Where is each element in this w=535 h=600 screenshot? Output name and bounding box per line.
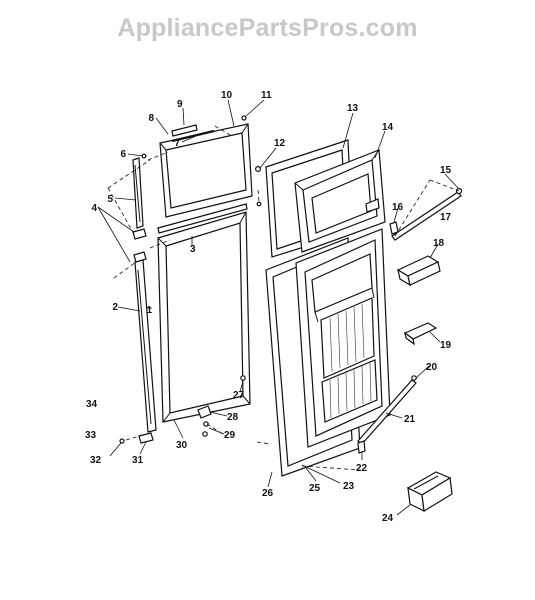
fresh-food-door-frame bbox=[157, 211, 251, 423]
door-bin-24 bbox=[406, 471, 453, 513]
liner-texture bbox=[329, 303, 372, 419]
handle-upper-cap bbox=[132, 228, 147, 240]
callout-30: 30 bbox=[176, 440, 188, 451]
callout-8: 8 bbox=[148, 113, 154, 124]
freezer-door-frame bbox=[159, 123, 253, 218]
callout-20: 20 bbox=[426, 362, 438, 373]
callout-19: 19 bbox=[440, 340, 452, 351]
callout-12: 12 bbox=[274, 138, 286, 149]
screw-32 bbox=[119, 438, 125, 444]
callout-32: 32 bbox=[90, 455, 102, 466]
screw-27 bbox=[240, 375, 246, 381]
handle-upper bbox=[132, 157, 144, 229]
callout-10: 10 bbox=[221, 90, 233, 101]
callout-28: 28 bbox=[227, 412, 239, 423]
callout-4: 4 bbox=[91, 203, 97, 214]
callout-3: 3 bbox=[190, 244, 196, 255]
hinge-28 bbox=[197, 405, 212, 419]
callout-6: 6 bbox=[120, 149, 126, 160]
callout-26: 26 bbox=[262, 488, 274, 499]
screw-12 bbox=[255, 166, 262, 173]
callout-18: 18 bbox=[433, 238, 445, 249]
callout-labels: 1 2 3 4 5 6 7 8 9 10 11 12 13 14 15 16 1… bbox=[85, 90, 452, 524]
callout-31: 31 bbox=[132, 455, 144, 466]
callout-24: 24 bbox=[382, 513, 394, 524]
door-bin-18 bbox=[396, 255, 441, 287]
callout-13: 13 bbox=[347, 103, 359, 114]
callout-22: 22 bbox=[356, 463, 368, 474]
watermark: AppliancePartsPros.com bbox=[117, 14, 418, 42]
assembly-lines bbox=[107, 125, 460, 471]
handle-lower-top-cap bbox=[133, 251, 147, 263]
lip-part-7 bbox=[171, 129, 215, 143]
door-bin-19 bbox=[403, 322, 438, 346]
cap-part-9 bbox=[171, 124, 198, 137]
shelf-support-22 bbox=[357, 440, 366, 454]
callout-34: 34 bbox=[86, 399, 98, 410]
callout-1: 1 bbox=[146, 305, 152, 316]
callout-5: 5 bbox=[107, 194, 113, 205]
fresh-food-door-liner bbox=[295, 228, 391, 448]
leader-lines bbox=[97, 99, 459, 516]
screw-29a bbox=[203, 421, 209, 427]
handle-lower bbox=[134, 259, 157, 433]
callout-9: 9 bbox=[177, 99, 183, 110]
callout-11: 11 bbox=[261, 90, 272, 101]
callout-27: 27 bbox=[233, 390, 245, 401]
callout-21: 21 bbox=[404, 414, 416, 425]
callout-33: 33 bbox=[85, 430, 97, 441]
callout-14: 14 bbox=[382, 122, 394, 133]
callout-15: 15 bbox=[440, 165, 452, 176]
callout-16: 16 bbox=[392, 202, 404, 213]
handle-lower-bottom-cap bbox=[138, 432, 154, 444]
screw-29b bbox=[202, 431, 208, 437]
screw-11 bbox=[241, 115, 247, 121]
freezer-door-liner bbox=[294, 149, 386, 253]
callout-23: 23 bbox=[343, 481, 355, 492]
callout-25: 25 bbox=[309, 483, 321, 494]
shelf-support-16 bbox=[389, 221, 399, 235]
plug-12b bbox=[256, 201, 262, 207]
callout-2: 2 bbox=[112, 302, 118, 313]
divider-bar bbox=[157, 203, 248, 234]
callout-29: 29 bbox=[224, 430, 236, 441]
callout-7: 7 bbox=[174, 138, 180, 149]
callout-17: 17 bbox=[440, 212, 452, 223]
